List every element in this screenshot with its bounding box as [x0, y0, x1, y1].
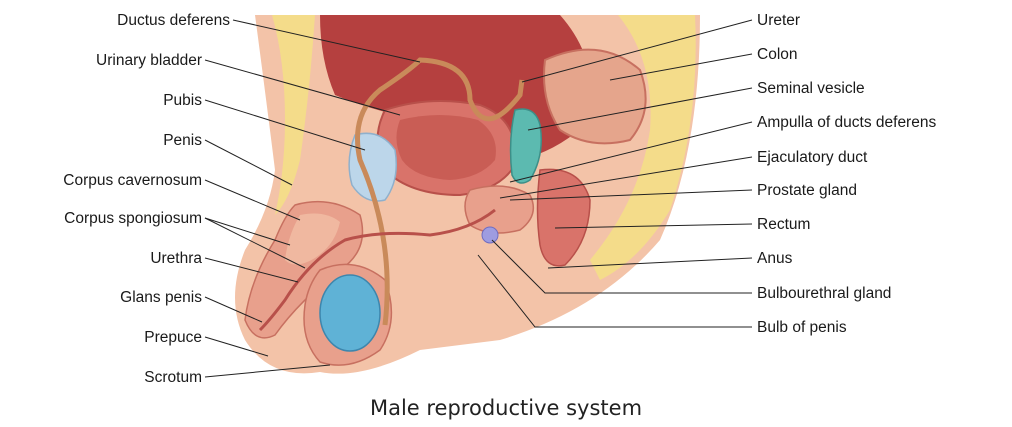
figure-caption: Male reproductive system	[370, 396, 642, 420]
label-urethra: Urethra	[150, 250, 202, 267]
label-anus: Anus	[757, 250, 793, 267]
label-bulbourethral-gland: Bulbourethral gland	[757, 285, 891, 302]
label-rectum: Rectum	[757, 216, 810, 233]
label-ductus-deferens: Ductus deferens	[117, 12, 230, 29]
label-ampulla: Ampulla of ducts deferens	[757, 114, 936, 131]
left-labels: Ductus deferens Urinary bladder Pubis Pe…	[63, 12, 230, 386]
label-bulb-of-penis: Bulb of penis	[757, 319, 847, 336]
right-labels: Ureter Colon Seminal vesicle Ampulla of …	[757, 12, 936, 336]
label-corpus-cavernosum: Corpus cavernosum	[63, 172, 202, 189]
label-colon: Colon	[757, 46, 798, 63]
label-pubis: Pubis	[163, 92, 202, 109]
anatomy-illustration	[235, 15, 700, 374]
label-scrotum: Scrotum	[144, 369, 202, 386]
prostate-shape	[465, 186, 533, 233]
label-ejaculatory-duct: Ejaculatory duct	[757, 149, 868, 166]
label-ureter: Ureter	[757, 12, 800, 29]
label-prepuce: Prepuce	[144, 329, 202, 346]
label-corpus-spongiosum: Corpus spongiosum	[64, 210, 202, 227]
colon-shape	[544, 50, 646, 144]
label-penis: Penis	[163, 132, 202, 149]
label-glans-penis: Glans penis	[120, 289, 202, 306]
bulbourethral-gland-shape	[482, 227, 498, 243]
label-urinary-bladder: Urinary bladder	[96, 52, 202, 69]
label-prostate-gland: Prostate gland	[757, 182, 857, 199]
testis-shape	[320, 275, 380, 351]
label-seminal-vesicle: Seminal vesicle	[757, 80, 865, 97]
